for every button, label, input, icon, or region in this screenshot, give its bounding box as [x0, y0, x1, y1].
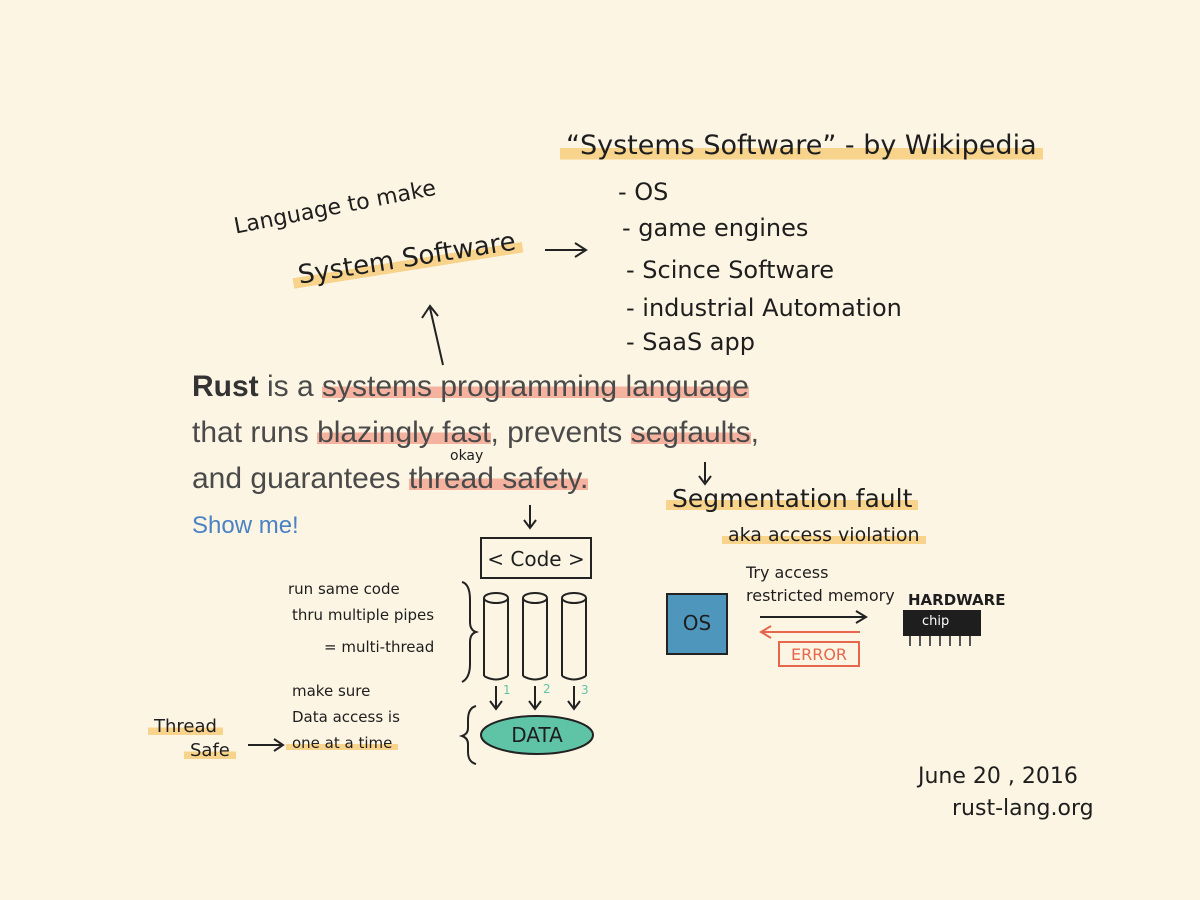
show-me-link[interactable]: Show me! — [192, 512, 299, 539]
pipes-note-line-2: thru multiple pipes — [292, 606, 435, 624]
systems-software-title: “Systems Software” - by Wikipedia — [560, 130, 1043, 163]
text-span: , — [750, 416, 760, 449]
highlight-systems-programming: systems programming language — [322, 370, 749, 403]
software-list-item: - OS — [618, 178, 669, 206]
chip-icon — [903, 610, 981, 646]
text-span: is a — [258, 370, 323, 403]
text-span: , prevents — [490, 416, 631, 449]
text-span: and guarantees — [192, 462, 409, 495]
safe-note-line-2: Data access is — [292, 708, 400, 726]
data-label: DATA — [511, 723, 563, 747]
brace-icon — [458, 581, 480, 765]
highlight-blazingly-fast: blazingly fast — [317, 416, 491, 449]
code-box — [480, 537, 592, 579]
segmentation-fault-label: Segmentation fault — [666, 484, 919, 513]
rust-sentence-line-2: that runs blazingly fast, prevents segfa… — [192, 416, 759, 450]
highlight-thread-safety: thread safety. — [408, 462, 589, 495]
pipe-number: 2 — [543, 682, 551, 696]
arrow-down-icon — [489, 686, 581, 711]
pipes-note-line-1: run same code — [288, 580, 400, 598]
rust-sentence-line-1: Rust is a systems programming language — [192, 370, 749, 404]
error-label: ERROR — [790, 645, 848, 664]
software-list-item: - Scince Software — [626, 256, 834, 284]
arrow-up-icon — [421, 304, 444, 366]
text-span: that runs — [192, 416, 318, 449]
arrow-right-icon — [545, 242, 588, 258]
arrow-down-icon — [523, 505, 537, 530]
arrow-right-icon — [248, 738, 285, 752]
data-ellipse — [480, 715, 594, 755]
try-access-label: Try access — [746, 563, 829, 582]
pipes — [483, 592, 587, 681]
hardware-label: HARDWARE — [908, 591, 1006, 609]
os-label: OS — [682, 611, 712, 635]
rust-sentence-line-3: and guarantees thread safety. — [192, 462, 589, 496]
chip-label: chip — [922, 614, 950, 629]
software-list-item: - industrial Automation — [626, 294, 902, 322]
restricted-memory-label: restricted memory — [746, 586, 895, 605]
pipe-number: 1 — [503, 683, 511, 697]
software-list-item: - game engines — [622, 214, 809, 242]
rust-name: Rust — [192, 370, 259, 403]
pipe-number: 3 — [581, 683, 589, 697]
site-label: rust-lang.org — [952, 796, 1094, 821]
access-violation-label: aka access violation — [722, 524, 926, 546]
arrow-down-icon — [698, 462, 712, 486]
arrow-left-icon — [759, 625, 860, 639]
safe-note-line-3: one at a time — [286, 734, 399, 752]
safe-note-line-1: make sure — [292, 682, 371, 700]
okay-annotation: okay — [450, 448, 484, 464]
arrow-right-icon — [760, 610, 868, 624]
software-list-item: - SaaS app — [626, 328, 755, 356]
code-label: < Code > — [487, 547, 585, 571]
thread-label: Thread — [148, 716, 223, 737]
error-box — [778, 641, 860, 667]
highlight-segfaults: segfaults — [630, 416, 751, 449]
safe-label: Safe — [184, 740, 236, 761]
os-box — [666, 593, 728, 655]
date-label: June 20 , 2016 — [918, 764, 1078, 789]
pipes-note-line-3: = multi-thread — [324, 638, 435, 656]
